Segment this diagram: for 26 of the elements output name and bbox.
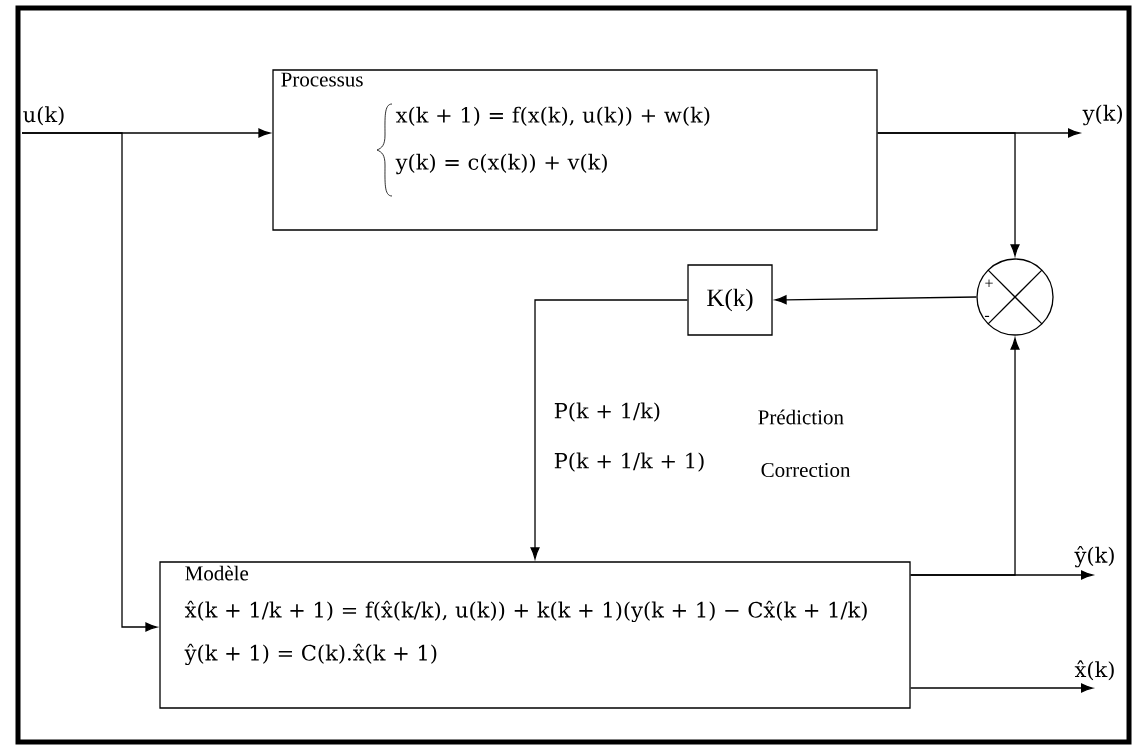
signal-label: x̂(k): [1074, 660, 1114, 681]
sign-label: -: [984, 315, 990, 317]
gain-box: K(k): [687, 264, 773, 336]
arrow: [910, 683, 1093, 693]
box-title: Modèle: [185, 565, 249, 581]
equation: x̂(k + 1/k + 1) = f(x̂(k/k), u(k)) + k(k + 1)(y(k + 1) − Cx̂(k + 1/k): [184, 600, 867, 623]
stage-label: Correction: [761, 462, 851, 478]
arrow: [910, 570, 1093, 580]
arrow: [774, 295, 977, 305]
signal-label: ŷ(k): [1074, 545, 1114, 568]
signal-label: u(k): [23, 106, 64, 126]
equation: x(k + 1) = f(x(k), u(k)) + w(k): [395, 106, 710, 126]
arrow: [530, 299, 688, 560]
sign-label: +: [985, 279, 993, 287]
signal-label: y(k): [1082, 104, 1122, 126]
equation: ŷ(k + 1) = C(k).x̂(k + 1): [184, 643, 437, 666]
covariance-label: P(k + 1/k): [554, 402, 660, 422]
equation: y(k) = c(x(k)) + v(k): [395, 153, 607, 175]
summing-junction: [976, 258, 1054, 336]
arrow: [21, 132, 158, 632]
model-box: [159, 561, 911, 709]
box-title: Processus: [281, 72, 363, 87]
stage-label: Prédiction: [758, 409, 844, 425]
covariance-label: P(k + 1/k + 1): [554, 452, 704, 472]
process-box: [272, 69, 878, 231]
arrow: [877, 132, 1020, 257]
